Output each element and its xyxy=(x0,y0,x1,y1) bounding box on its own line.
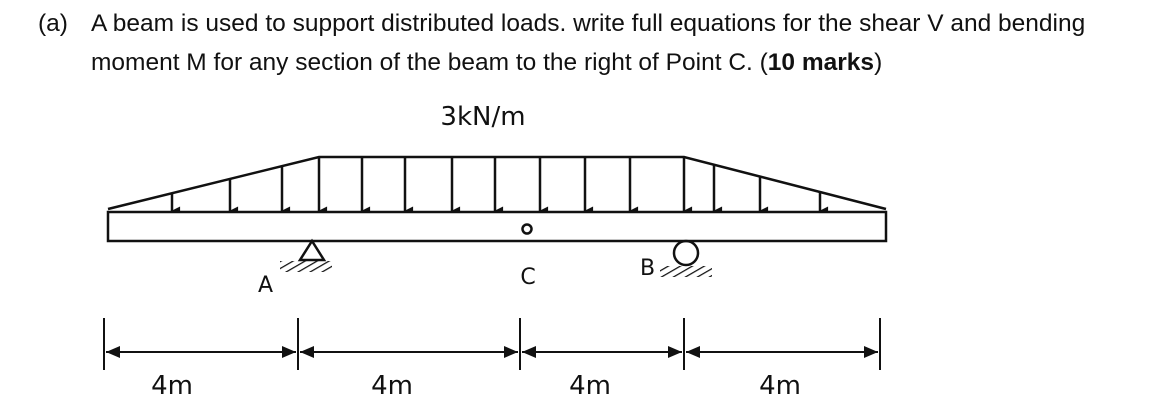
dimension-arrowhead xyxy=(282,346,296,358)
pin-support-a xyxy=(280,238,332,272)
question-label: (a) xyxy=(38,10,68,37)
dimension-arrowhead xyxy=(106,346,120,358)
dimension-arrowhead xyxy=(300,346,314,358)
question-marks: 10 marks xyxy=(767,49,875,76)
question-body: A beam is used to support distributed lo… xyxy=(91,4,1148,82)
span-label: 4m xyxy=(569,371,611,401)
span-label: 4m xyxy=(759,371,801,401)
dimension-arrowhead xyxy=(686,346,700,358)
distributed-load xyxy=(107,155,887,216)
dimension-arrowhead xyxy=(668,346,682,358)
point-c-label: C xyxy=(520,265,535,290)
span-label: 4m xyxy=(371,371,413,401)
point-b-label: B xyxy=(640,256,655,281)
dimension-arrowhead xyxy=(504,346,518,358)
point-a-label: A xyxy=(258,273,273,298)
question-end-text: ) xyxy=(874,49,883,76)
question-main-text: A beam is used to support distributed lo… xyxy=(91,10,1086,76)
beam xyxy=(106,210,888,243)
dimension-arrowhead xyxy=(522,346,536,358)
load-profile-line xyxy=(107,155,887,211)
roller-support-b xyxy=(660,239,712,277)
dimension-lines xyxy=(103,318,881,370)
dimension-arrowhead xyxy=(864,346,878,358)
load-arrows xyxy=(170,157,829,216)
question-text: (a) A beam is used to support distribute… xyxy=(38,4,1148,82)
load-intensity-label: 3kN/m xyxy=(440,102,525,132)
point-c-marker xyxy=(521,223,533,235)
span-label: 4m xyxy=(151,371,193,401)
span-labels: 4m 4m 4m 4m xyxy=(151,371,801,401)
